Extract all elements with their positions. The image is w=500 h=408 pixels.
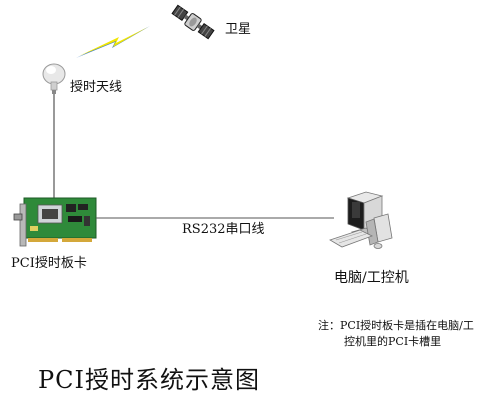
pci-card-label: PCI授时板卡 <box>11 256 87 271</box>
pci-card-icon <box>13 197 97 247</box>
antenna-label: 授时天线 <box>70 80 123 95</box>
antenna-icon <box>42 63 66 94</box>
satellite-icon <box>171 4 215 40</box>
note-text: 注：PCI授时板卡是插在电脑/工 控机里的PCI卡槽里 <box>318 318 496 350</box>
note-line-1: 注：PCI授时板卡是插在电脑/工 <box>318 319 474 332</box>
computer-label: 电脑/工控机 <box>334 270 409 286</box>
computer-icon <box>329 191 393 249</box>
serial-cable-label: RS232串口线 <box>182 222 265 237</box>
diagram-title: PCI授时系统示意图 <box>38 366 260 394</box>
satellite-label: 卫星 <box>225 22 252 37</box>
note-line-2: 控机里的PCI卡槽里 <box>344 335 442 348</box>
signal-lightning-icon <box>76 26 150 58</box>
